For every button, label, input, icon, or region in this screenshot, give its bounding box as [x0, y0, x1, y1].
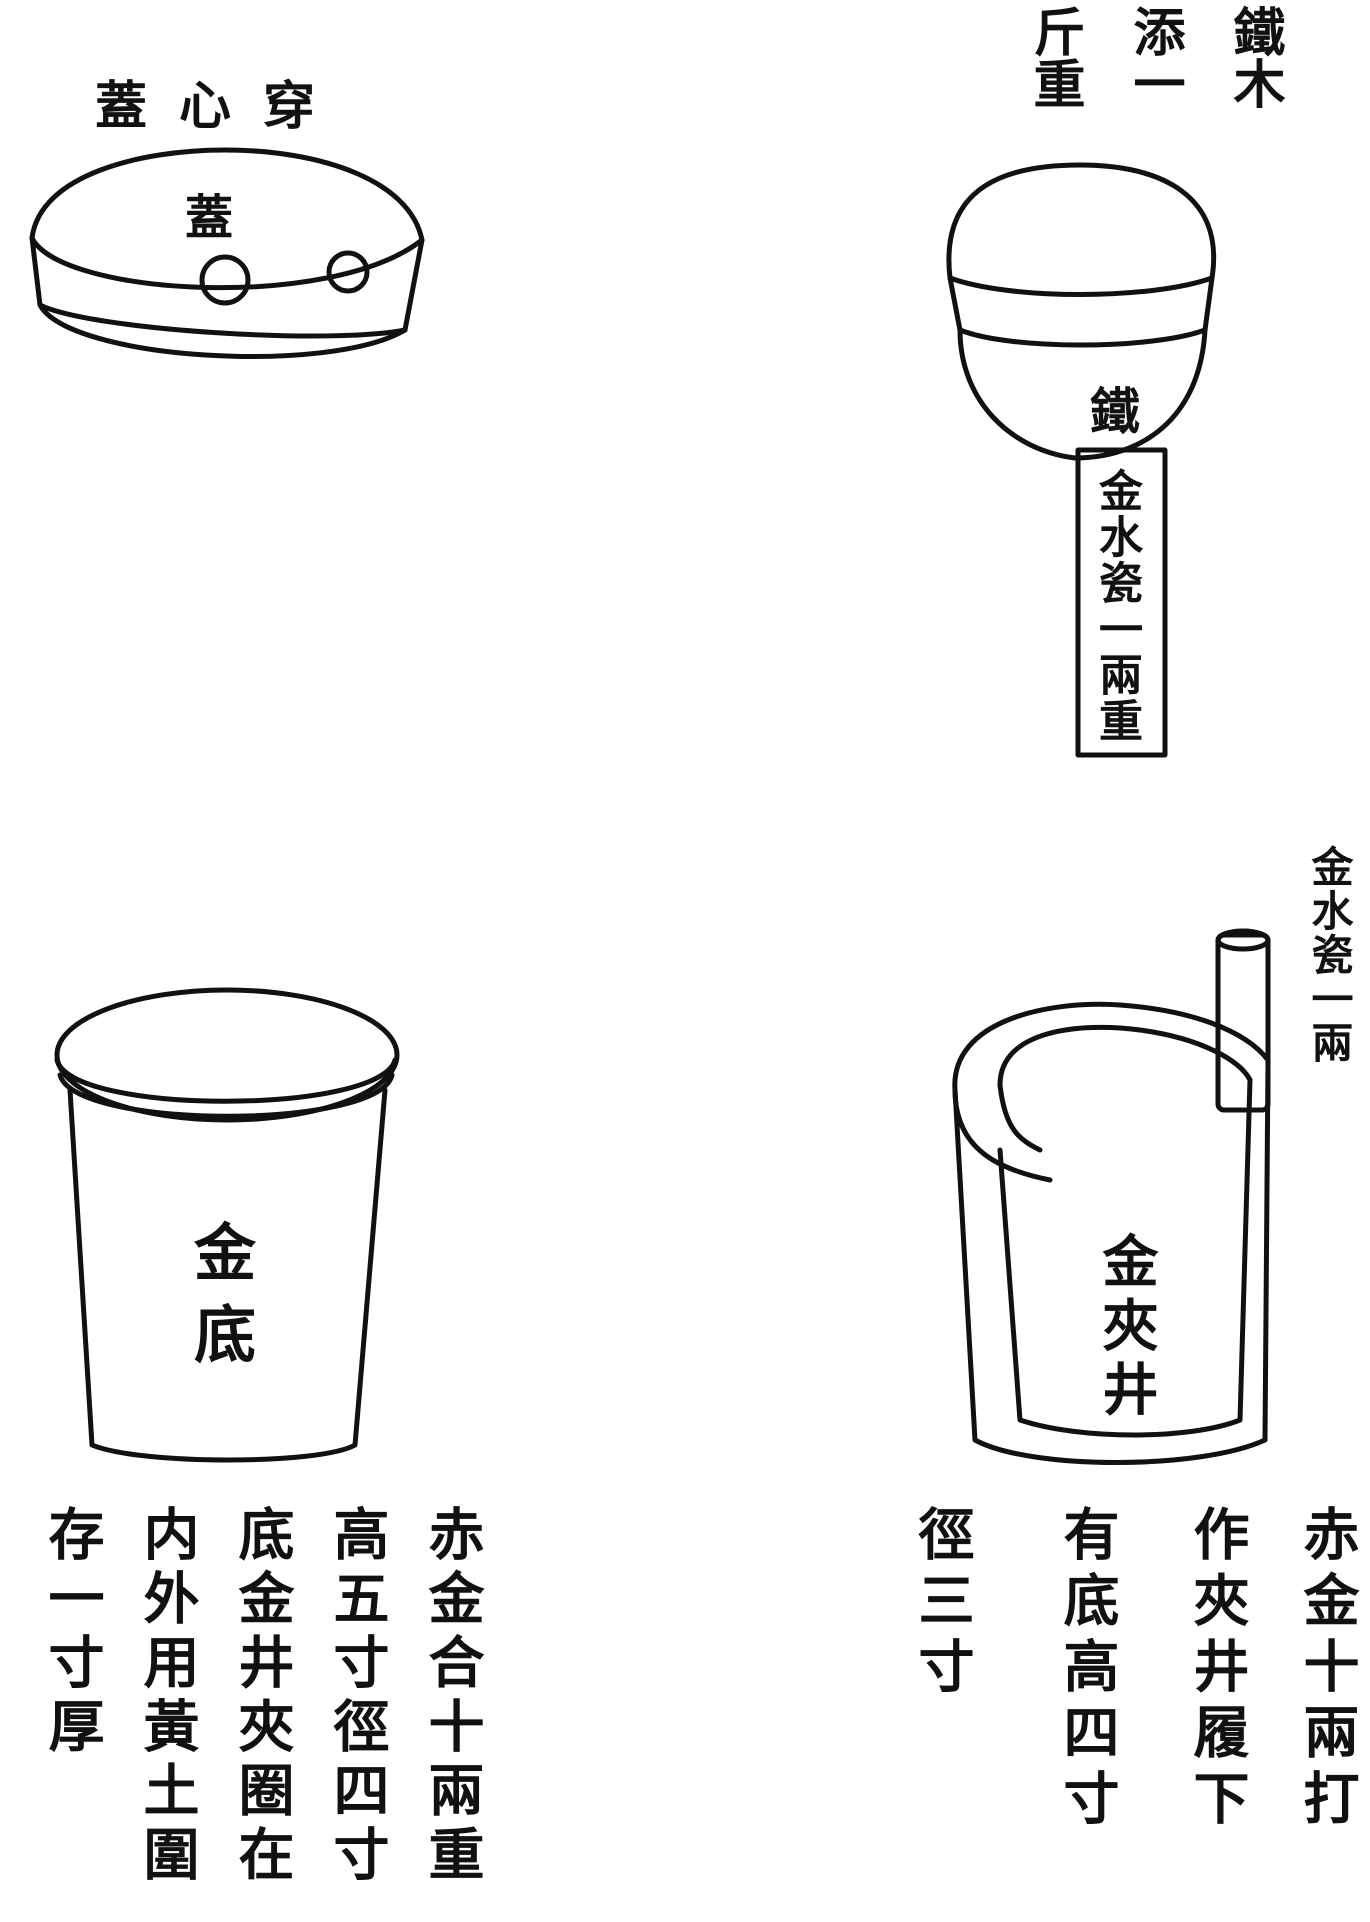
gold-base-description: 赤金合十兩重 高五寸徑四寸 底金井夾圈在 内外用黃土圍 存一寸厚 — [10, 1505, 490, 1915]
gold-well-desc-line-4: 徑三寸 — [909, 1505, 975, 1703]
spout-tube — [1215, 932, 1271, 1113]
gold-base-desc-line-1: 赤金合十兩重 — [419, 1505, 485, 1889]
gold-base-desc-line-3: 底金井夾圈在 — [229, 1505, 295, 1889]
gold-base-desc-line-2: 高五寸徑四寸 — [324, 1505, 390, 1889]
lid-label: 蓋 — [185, 190, 252, 246]
gold-well-label: 金夾井 — [1093, 1232, 1159, 1424]
iron-pestle-drawing — [946, 162, 1217, 758]
pestle-caption-line-3: 斤重 — [1024, 5, 1085, 109]
pestle-body-label: 鐵 — [1090, 382, 1158, 441]
gold-well-description: 赤金十兩打 作夾井履下 有底高四寸 徑三寸 — [880, 1505, 1360, 1915]
lid-hole-left — [199, 254, 251, 306]
gold-base-label: 金底 — [183, 1220, 256, 1384]
perforated-lid-drawing — [29, 147, 425, 359]
gold-well-desc-line-1: 赤金十兩打 — [1294, 1505, 1360, 1835]
gold-well-desc-line-2: 作夾井履下 — [1184, 1505, 1250, 1835]
gold-base-desc-line-4: 内外用黃土圍 — [134, 1505, 200, 1889]
pestle-caption: 鐵木 添一 斤重 — [990, 5, 1285, 135]
gold-well-drawing — [952, 928, 1271, 1465]
pestle-caption-line-2: 添一 — [1124, 5, 1185, 109]
gold-well-side-label: 金水瓷一兩 — [1305, 845, 1354, 1065]
pestle-caption-line-1: 鐵木 — [1224, 5, 1285, 109]
lid-hole-right — [326, 250, 370, 294]
gold-base-desc-line-5: 存一寸厚 — [39, 1505, 105, 1761]
gold-base-drawing — [54, 987, 400, 1463]
lid-caption: 穿心蓋 — [95, 76, 348, 137]
pestle-handle-label: 金水瓷一兩重 — [1091, 468, 1142, 744]
gold-well-desc-line-3: 有底高四寸 — [1054, 1505, 1120, 1835]
